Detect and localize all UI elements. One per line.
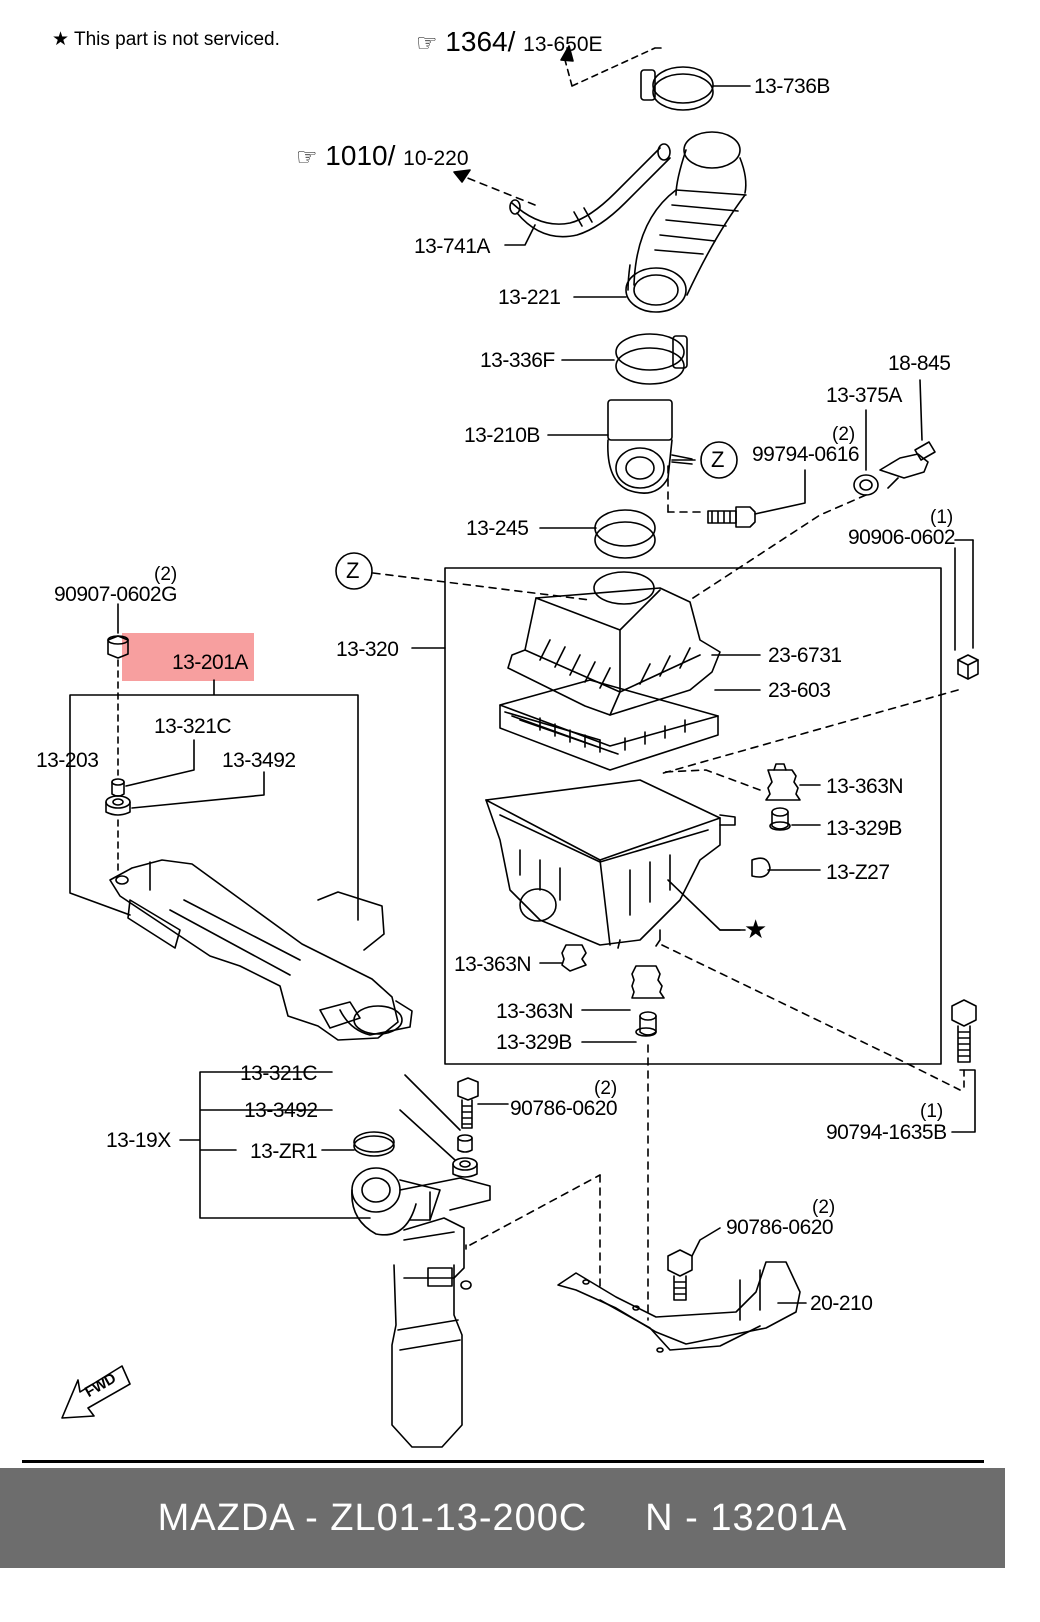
- part-label-13-329B[interactable]: 13-329B: [826, 817, 902, 840]
- part-label-13-3492[interactable]: 13-3492: [222, 749, 296, 772]
- part-label-18-845[interactable]: 18-845: [888, 352, 951, 375]
- pointing-hand-icon: ☞: [296, 144, 318, 171]
- part-label-90786-0620[interactable]: 90786-0620: [726, 1216, 834, 1239]
- frame-13-320: [445, 568, 941, 1064]
- star-icon: ★: [52, 29, 70, 50]
- diagram-linework: [0, 0, 1005, 1465]
- collar-13-321C-a-drawing: [112, 740, 194, 796]
- z-marker: Z: [346, 558, 359, 583]
- part-label-13-221[interactable]: 13-221: [498, 286, 561, 309]
- part-label-13-329B[interactable]: 13-329B: [496, 1031, 572, 1054]
- resonator-duct-13-203-drawing: [110, 860, 412, 1040]
- part-label-13-210B[interactable]: 13-210B: [464, 424, 540, 447]
- reference-sub: 10-220: [403, 147, 469, 170]
- bolt-99794-0616-drawing: [708, 470, 805, 527]
- part-label-13-375A[interactable]: 13-375A: [826, 384, 902, 407]
- part-label-20-210[interactable]: 20-210: [810, 1292, 873, 1315]
- part-label-99794-0616[interactable]: 99794-0616: [752, 443, 860, 466]
- part-number-footer: MAZDA - ZL01-13-200C N - 13201A: [0, 1468, 1005, 1568]
- part-label-90906-0602[interactable]: 90906-0602: [848, 526, 956, 549]
- quantity-label: (2): [812, 1197, 836, 1218]
- mount-13-363N-c-drawing: [582, 966, 664, 1010]
- footer-text: MAZDA - ZL01-13-200C N - 13201A: [157, 1496, 848, 1539]
- part-label-13-320[interactable]: 13-320: [336, 638, 399, 661]
- collar-13-321C-b-drawing: [458, 1135, 472, 1152]
- clamp-13-736B-drawing: [641, 67, 750, 110]
- nut-90907-0602G-drawing: [108, 604, 128, 658]
- part-label-13-19X[interactable]: 13-19X: [106, 1129, 171, 1152]
- mount-13-363N-b-drawing: [540, 945, 586, 971]
- quantity-label: (1): [920, 1101, 944, 1122]
- part-label-13-736B[interactable]: 13-736B: [754, 75, 830, 98]
- part-label-13-741A[interactable]: 13-741A: [414, 235, 490, 258]
- part-label-90786-0620[interactable]: 90786-0620: [510, 1097, 618, 1120]
- quantity-label: (1): [930, 507, 954, 528]
- reference-sub: 13-650E: [523, 33, 603, 56]
- collar-13-329B-b-drawing: [582, 1012, 656, 1042]
- filter-element-23-603-drawing: [500, 680, 760, 770]
- breather-hose-13-741A-drawing: [454, 144, 670, 245]
- ring-13-ZR1-drawing: [322, 1132, 394, 1156]
- grommet-13-3492-a-drawing: [106, 772, 264, 815]
- pointing-hand-icon: ☞: [416, 30, 438, 57]
- resonator-13-19X-drawing: [352, 1168, 490, 1447]
- reference-main: 1364: [445, 26, 508, 57]
- ring-13-245-drawing: [540, 510, 655, 558]
- part-label-13-336F[interactable]: 13-336F: [480, 349, 555, 372]
- part-label-90907-0602G[interactable]: 90907-0602G: [54, 583, 177, 606]
- mount-13-363N-a-drawing: [766, 764, 820, 800]
- part-label-23-603[interactable]: 23-603: [768, 679, 831, 702]
- parts-diagram: ★ This part is not serviced. ☞ 1364/ 13-…: [0, 0, 1005, 1465]
- nut-90906-0602-drawing: [958, 655, 978, 679]
- part-label-13-245[interactable]: 13-245: [466, 517, 529, 540]
- bolt-90786-0620-b-drawing: [668, 1228, 720, 1300]
- not-serviced-note: ★ This part is not serviced.: [52, 28, 280, 51]
- part-label-13-321C[interactable]: 13-321C: [240, 1062, 318, 1085]
- part-label-13-3492[interactable]: 13-3492: [244, 1099, 318, 1122]
- bolt-90794-1635B-drawing: [952, 1000, 976, 1132]
- collar-13-329B-a-drawing: [770, 808, 820, 830]
- grommet-13-3492-b-drawing: [453, 1158, 477, 1177]
- part-label-13-ZR1[interactable]: 13-ZR1: [250, 1140, 318, 1163]
- bracket-20-210-drawing: [558, 1262, 806, 1352]
- quantity-label: (2): [832, 424, 856, 445]
- part-label-13-363N[interactable]: 13-363N: [454, 953, 532, 976]
- part-label-13-363N[interactable]: 13-363N: [826, 775, 904, 798]
- reference-1364[interactable]: ☞ 1364/ 13-650E: [416, 26, 603, 57]
- clip-13-Z27-drawing: [752, 858, 820, 877]
- air-cleaner-case-drawing: [486, 780, 745, 948]
- part-label-13-Z27[interactable]: 13-Z27: [826, 861, 890, 884]
- clamp-13-336F-drawing: [562, 334, 687, 384]
- star-icon: ★: [744, 914, 767, 944]
- z-marker: Z: [711, 447, 724, 472]
- bolt-90786-0620-a-drawing: [458, 1078, 508, 1128]
- part-highlight-13-201A: [122, 633, 254, 681]
- part-label-13-203[interactable]: 13-203: [36, 749, 99, 772]
- air-cleaner-cover-23-6731-drawing: [508, 572, 760, 715]
- part-label-13-363N[interactable]: 13-363N: [496, 1000, 574, 1023]
- airflow-meter-13-210B-drawing: [548, 400, 692, 493]
- reference-main: 1010: [325, 140, 388, 171]
- intake-hose-13-221-drawing: [574, 132, 746, 312]
- fwd-arrow-drawing: [62, 1366, 130, 1418]
- reference-1010[interactable]: ☞ 1010/ 10-220: [296, 140, 469, 171]
- sensor-18-845-drawing: [880, 380, 935, 488]
- part-label-23-6731[interactable]: 23-6731: [768, 644, 842, 667]
- quantity-label: (2): [154, 564, 178, 585]
- note-text: This part is not serviced.: [73, 29, 280, 50]
- part-label-90794-1635B[interactable]: 90794-1635B: [826, 1121, 947, 1144]
- divider: [22, 1460, 984, 1463]
- part-label-13-201A[interactable]: 13-201A: [172, 651, 248, 674]
- quantity-label: (2): [594, 1078, 618, 1099]
- part-label-13-321C[interactable]: 13-321C: [154, 715, 232, 738]
